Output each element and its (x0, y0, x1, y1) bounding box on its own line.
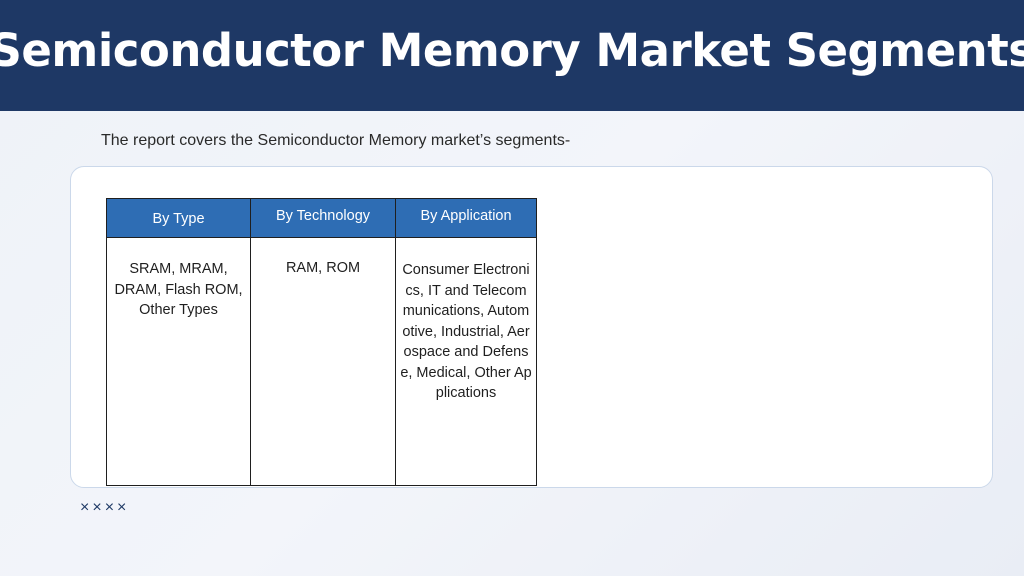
cell-text: RAM, ROM (285, 260, 361, 276)
title-bar: Semiconductor Memory Market Segments (0, 0, 1024, 111)
table-header-row: By Type By Technology By Application (106, 198, 537, 238)
cell-text: SRAM, MRAM, DRAM, Flash ROM, Other Types (114, 261, 243, 318)
footer-marks: ×××× (80, 499, 130, 516)
header-by-technology: By Technology (250, 198, 396, 238)
header-label: By Type (152, 211, 205, 227)
header-label: By Technology (275, 208, 371, 224)
header-by-type: By Type (106, 198, 251, 238)
cell-text: Consumer Electronics, IT and Telecommuni… (400, 262, 532, 401)
cell-types: SRAM, MRAM, DRAM, Flash ROM, Other Types (106, 237, 251, 486)
header-label: By Application (420, 208, 512, 224)
table-row: SRAM, MRAM, DRAM, Flash ROM, Other Types… (106, 237, 537, 486)
header-by-application: By Application (395, 198, 537, 238)
cell-applications: Consumer Electronics, IT and Telecommuni… (395, 237, 537, 486)
cell-technologies: RAM, ROM (250, 237, 396, 486)
segments-table: By Type By Technology By Application SRA… (106, 198, 537, 486)
intro-text: The report covers the Semiconductor Memo… (101, 132, 571, 149)
slide-title: Semiconductor Memory Market Segments (0, 24, 1024, 77)
